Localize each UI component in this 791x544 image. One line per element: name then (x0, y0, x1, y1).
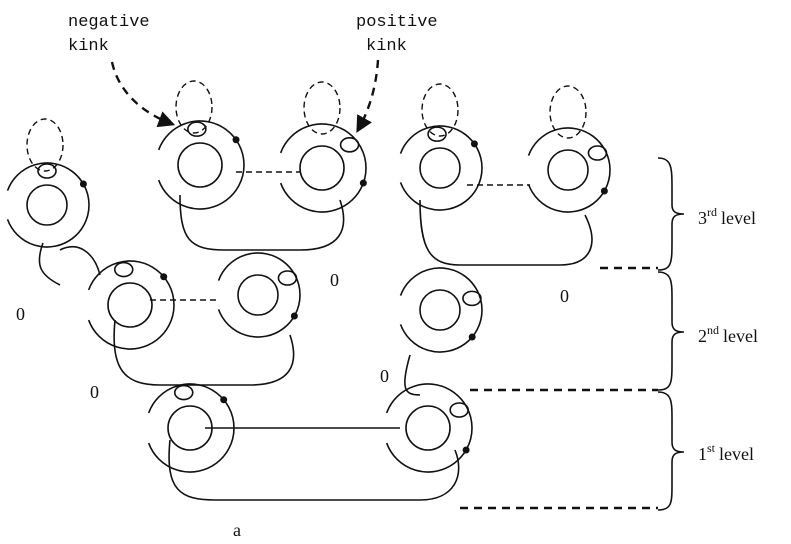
framing-label-3: 0 (330, 270, 339, 290)
kink-loop (449, 402, 469, 418)
kink-loop (339, 137, 360, 153)
positive-kink-arrow (356, 59, 380, 133)
framing-label-4: 0 (380, 366, 389, 386)
ring-unit (279, 81, 367, 213)
ring-inner-circle (26, 184, 68, 226)
dashed-loop (26, 118, 64, 172)
ring-outer-circle (527, 127, 611, 213)
brace-1st-level (657, 391, 685, 511)
ring-unit (217, 252, 301, 338)
basepoint-dot (79, 180, 87, 188)
basepoint-dot (462, 446, 470, 454)
ring-unit (87, 260, 175, 350)
brace-2nd-level (657, 271, 685, 391)
ring-outer-circle (399, 267, 483, 353)
ring-outer-circle (399, 125, 483, 211)
kink-loop (187, 121, 207, 137)
framing-label-1: 0 (16, 304, 25, 324)
ring-unit (157, 80, 245, 210)
ring-inner-circle (177, 142, 223, 188)
ring-unit (399, 83, 483, 211)
ring-units (6, 80, 611, 473)
ring-unit (6, 118, 90, 248)
brace-3rd-level (657, 157, 685, 271)
kink-loop (587, 145, 608, 161)
ring-outer-circle (385, 383, 473, 473)
dashed-loop (303, 81, 341, 135)
basepoint-dot (468, 333, 476, 341)
basepoint-dot (160, 273, 168, 281)
ring-outer-circle (6, 162, 90, 248)
ring-inner-circle (299, 145, 345, 191)
ring-inner-circle (419, 289, 461, 331)
negative-kink-label-line1: negative (68, 13, 150, 32)
framing-label-2: 0 (90, 382, 99, 402)
basepoint-dot (220, 396, 228, 404)
kink-loop (277, 270, 298, 286)
ring-outer-circle (279, 123, 367, 213)
ring-inner-circle (547, 149, 589, 191)
ring-inner-circle (405, 405, 451, 451)
kink-loop (37, 163, 57, 179)
kink-loop (462, 290, 482, 307)
basepoint-dot (470, 140, 478, 148)
ring-inner-circle (107, 282, 153, 328)
ring-unit (385, 383, 473, 473)
level-dividers (460, 266, 658, 510)
basepoint-dot (600, 187, 608, 195)
kink-loop (173, 384, 194, 401)
figure-caption: a (233, 520, 241, 540)
negative-kink-label-line2: kink (68, 37, 109, 56)
ring-inner-circle (237, 274, 279, 316)
positive-kink-label-line2: kink (366, 37, 407, 56)
dashed-loop (549, 85, 587, 139)
kink-loop (113, 261, 134, 278)
basepoint-dot (359, 179, 367, 187)
level-braces (657, 157, 685, 511)
connecting-bands (38, 171, 593, 501)
ring-inner-circle (419, 147, 461, 189)
ring-unit (527, 85, 611, 213)
negative-kink-arrow (110, 61, 176, 128)
ring-outer-circle (157, 120, 245, 210)
kink-loop (427, 126, 447, 142)
basepoint-dot (232, 136, 240, 144)
dashed-loop (421, 83, 459, 137)
dashed-loop (175, 80, 213, 134)
basepoint-dot (290, 312, 298, 320)
ring-unit (399, 267, 483, 353)
ring-outer-circle (217, 252, 301, 338)
framing-label-5: 0 (560, 286, 569, 306)
positive-kink-label-line1: positive (356, 13, 438, 32)
